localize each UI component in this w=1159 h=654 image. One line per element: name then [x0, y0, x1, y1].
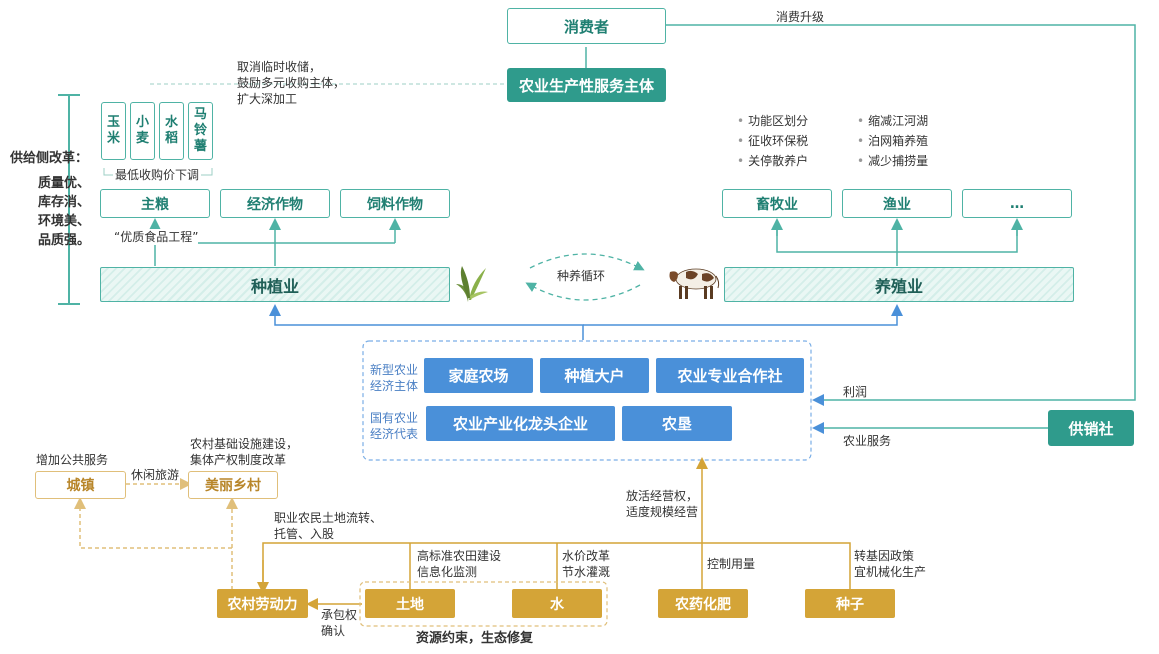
entity-family-farm: 家庭农场 — [424, 358, 533, 393]
water-box: 水 — [512, 589, 602, 618]
agri-service-label: 农业服务 — [843, 434, 892, 448]
grain-wheat: 小麦 — [130, 102, 155, 160]
consumption-loop-line — [666, 24, 1136, 406]
crop-economic: 经济作物 — [220, 189, 330, 218]
plant-icon — [456, 266, 488, 302]
fishery-bullets: 缩减江河湖 泊网箱养殖 减少捕捞量 — [857, 111, 928, 171]
operation-note: 放活经营权， 适度规模经营 — [626, 489, 699, 519]
quality-food-label: “优质食品工程” — [114, 229, 199, 245]
town-box: 城镇 — [35, 471, 126, 499]
animal-livestock: 畜牧业 — [722, 189, 832, 218]
supply-side-lines: 质量优、 库存消、 环境美、 品质强。 — [38, 176, 91, 248]
resource-constraint-label: 资源约束，生态修复 — [416, 631, 534, 646]
entity-state-farm: 农垦 — [622, 406, 732, 441]
entity-large-grower: 种植大户 — [540, 358, 649, 393]
grain-potato: 马铃薯 — [188, 102, 213, 160]
usage-note: 控制用量 — [707, 557, 756, 571]
labor-note: 职业农民土地流转、 托管、入股 — [274, 511, 383, 541]
min-price-label: 最低收购价下调 — [113, 167, 202, 183]
seed-box: 种子 — [805, 589, 895, 618]
seed-note: 转基因政策 宜机械化生产 — [854, 549, 927, 579]
pesticide-box: 农药化肥 — [658, 589, 748, 618]
grain-corn: 玉米 — [101, 102, 126, 160]
entity-leading-enterprise: 农业产业化龙头企业 — [426, 406, 615, 441]
animal-fishery: 渔业 — [842, 189, 952, 218]
service-entity-box: 农业生产性服务主体 — [507, 68, 666, 102]
animal-more: … — [962, 189, 1072, 218]
breeding-box: 养殖业 — [724, 267, 1074, 302]
entity-cooperative: 农业专业合作社 — [656, 358, 804, 393]
cow-icon — [669, 268, 720, 299]
grain-rice: 水稻 — [159, 102, 184, 160]
crop-staple: 主粮 — [100, 189, 210, 218]
livestock-bullets: 功能区划分 征收环保税 关停散养户 — [737, 111, 808, 171]
profit-label: 利润 — [843, 385, 868, 399]
new-entities-label: 新型农业 经济主体 — [370, 363, 419, 393]
consumer-box: 消费者 — [507, 8, 666, 44]
public-service-label: 增加公共服务 — [36, 453, 109, 467]
leisure-label: 休闲旅游 — [131, 468, 180, 482]
supply-side-title: 供给侧改革： — [10, 151, 89, 166]
land-box: 土地 — [365, 589, 455, 618]
crop-feed: 饲料作物 — [340, 189, 450, 218]
state-entities-label: 国有农业 经济代表 — [370, 411, 419, 441]
water-note: 水价改革 节水灌溉 — [562, 549, 611, 579]
farmland-note: 高标准农田建设 信息化监测 — [417, 549, 502, 579]
village-box: 美丽乡村 — [188, 471, 278, 499]
service-note: 取消临时收储， 鼓励多元收购主体， 扩大深加工 — [237, 60, 346, 106]
contract-note: 承包权 确认 — [321, 608, 358, 638]
rural-labor-box: 农村劳动力 — [217, 589, 308, 618]
cycle-label: 种养循环 — [557, 269, 606, 283]
supply-coop-box: 供销社 — [1048, 410, 1134, 446]
village-note: 农村基础设施建设， 集体产权制度改革 — [190, 437, 299, 467]
consumption-upgrade-label: 消费升级 — [776, 10, 825, 24]
planting-box: 种植业 — [100, 267, 450, 302]
